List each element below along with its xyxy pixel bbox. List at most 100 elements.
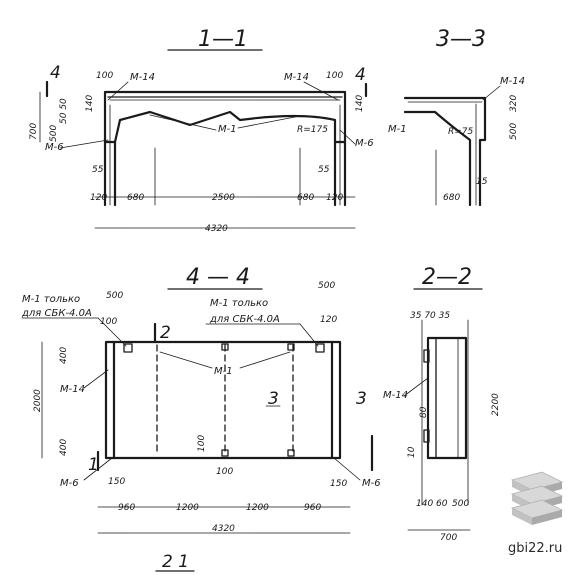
dim-400-bottom: 400 xyxy=(59,439,69,456)
label-for-sbk-right: для СБК-4.0А xyxy=(209,314,280,325)
dim-140-left: 140 xyxy=(85,95,95,112)
embed xyxy=(423,349,430,363)
section-3-3: 3—3 М-14 М-1 R=75 320 500 15 680 xyxy=(388,27,525,207)
dim-r75: R=75 xyxy=(448,127,474,137)
embed-plate xyxy=(287,343,295,351)
leader xyxy=(239,351,291,369)
label-m14: М-14 xyxy=(500,76,525,87)
dim-500-right: 500 xyxy=(318,281,335,291)
dim-150-right: 150 xyxy=(330,479,347,489)
dim-357035: 35 70 35 xyxy=(410,311,450,321)
label-m14-right: М-14 xyxy=(284,72,309,83)
dim-100-right: 100 xyxy=(326,71,343,81)
dim-500: 500 xyxy=(509,123,519,140)
dim-120-left: 120 xyxy=(90,193,107,203)
label-m6-left: М-6 xyxy=(45,142,64,153)
dim-r175: R=175 xyxy=(297,125,328,135)
section-1-1: 1—1 4 4 М-14 М-14 М-1 М-6 М-6 R=175 xyxy=(29,27,374,234)
leader xyxy=(482,85,501,101)
dim-700: 700 xyxy=(440,533,457,543)
dim-5050: 50 50 xyxy=(59,98,69,124)
dim-4320-top: 4320 xyxy=(205,224,228,234)
beam-outline xyxy=(103,90,347,144)
leader xyxy=(107,81,129,101)
leader xyxy=(59,139,109,149)
dim-680-right: 680 xyxy=(297,193,314,203)
label-m6-left: М-6 xyxy=(60,478,79,489)
leader xyxy=(339,129,356,145)
dim-960-right: 960 xyxy=(304,503,321,513)
dim-140-right: 140 xyxy=(355,95,365,112)
dim-400-top: 400 xyxy=(59,347,69,364)
dim-15: 15 xyxy=(476,177,488,187)
leader xyxy=(237,115,301,129)
label-m1: М-1 xyxy=(388,124,407,135)
dim-10: 10 xyxy=(407,446,417,458)
dim-2200: 2200 xyxy=(491,393,501,416)
label-m6-right: М-6 xyxy=(355,138,374,149)
dim-100-left: 100 xyxy=(100,317,117,327)
dim-100-mid: 100 xyxy=(197,435,207,452)
label-m1-only-right: М-1 только xyxy=(210,298,268,309)
dim-680: 680 xyxy=(443,193,460,203)
leader xyxy=(333,457,361,481)
dim-80: 80 xyxy=(419,406,429,418)
dim-500-left: 500 xyxy=(106,291,123,301)
section-2-2: 2—2 М-14 35 70 35 2200 80 10 140 60 500 … xyxy=(383,265,501,543)
cut-mark-4-left: 4 xyxy=(50,63,61,83)
section-title-3-3: 3—3 xyxy=(436,27,486,52)
leader xyxy=(299,323,319,347)
label-m14: М-14 xyxy=(60,384,85,395)
cut-mark-1: 1 xyxy=(88,455,99,475)
dim-1200-left: 1200 xyxy=(176,503,199,513)
embed-plate xyxy=(221,449,229,457)
dim-120-right: 120 xyxy=(320,315,337,325)
section-3-3-outline xyxy=(403,96,487,207)
section-mark-2-1: 2 1 xyxy=(162,552,189,572)
embed xyxy=(423,429,430,443)
site-watermark: gbi22.ru xyxy=(508,541,562,556)
dim-100-left: 100 xyxy=(96,71,113,81)
leader xyxy=(303,81,339,101)
cut-mark-2: 2 xyxy=(160,323,171,343)
section-title-2-2: 2—2 xyxy=(422,265,472,290)
dim-1200-right: 1200 xyxy=(246,503,269,513)
leader xyxy=(83,369,109,389)
dim-4320-bottom: 4320 xyxy=(212,524,235,534)
label-for-sbk-left: для СБК-4.0А xyxy=(21,308,92,319)
section-title-1-1: 1—1 xyxy=(198,27,248,52)
section-2-2-outline xyxy=(426,336,468,460)
dim-320: 320 xyxy=(509,95,519,112)
label-m6-right: М-6 xyxy=(362,478,381,489)
label-m1-only-left: М-1 только xyxy=(22,294,80,305)
leader xyxy=(403,377,429,397)
label-m14-left: М-14 xyxy=(130,72,155,83)
dim-2000: 2000 xyxy=(33,389,43,412)
embed-plate xyxy=(315,343,325,353)
dim-700: 700 xyxy=(29,123,39,140)
section-title-4-4: 4 — 4 xyxy=(186,265,250,290)
leader xyxy=(149,114,217,131)
site-logo xyxy=(510,471,564,525)
dim-55-left: 55 xyxy=(92,165,104,175)
dim-500: 500 xyxy=(49,125,59,142)
dim-120-right: 120 xyxy=(326,193,343,203)
dim-150-left: 150 xyxy=(108,477,125,487)
embed-plate xyxy=(221,343,229,351)
dim-960-left: 960 xyxy=(118,503,135,513)
plan-outline xyxy=(104,340,342,460)
label-m1: М-1 xyxy=(214,366,233,377)
cut-mark-4-right: 4 xyxy=(355,65,366,85)
zone-3: 3 xyxy=(268,389,279,409)
leader xyxy=(97,317,127,347)
label-m1: М-1 xyxy=(218,124,237,135)
dim-2500: 2500 xyxy=(212,193,235,203)
dim-100-bottom: 100 xyxy=(216,467,233,477)
leader xyxy=(159,351,213,369)
section-4-4: 4 — 4 М-1 только для СБК-4.0А М-1 только… xyxy=(21,265,381,572)
cut-mark-3: 3 xyxy=(356,389,367,409)
dim-500: 500 xyxy=(452,499,469,509)
embed-plate xyxy=(123,343,133,353)
dim-680-left: 680 xyxy=(127,193,144,203)
